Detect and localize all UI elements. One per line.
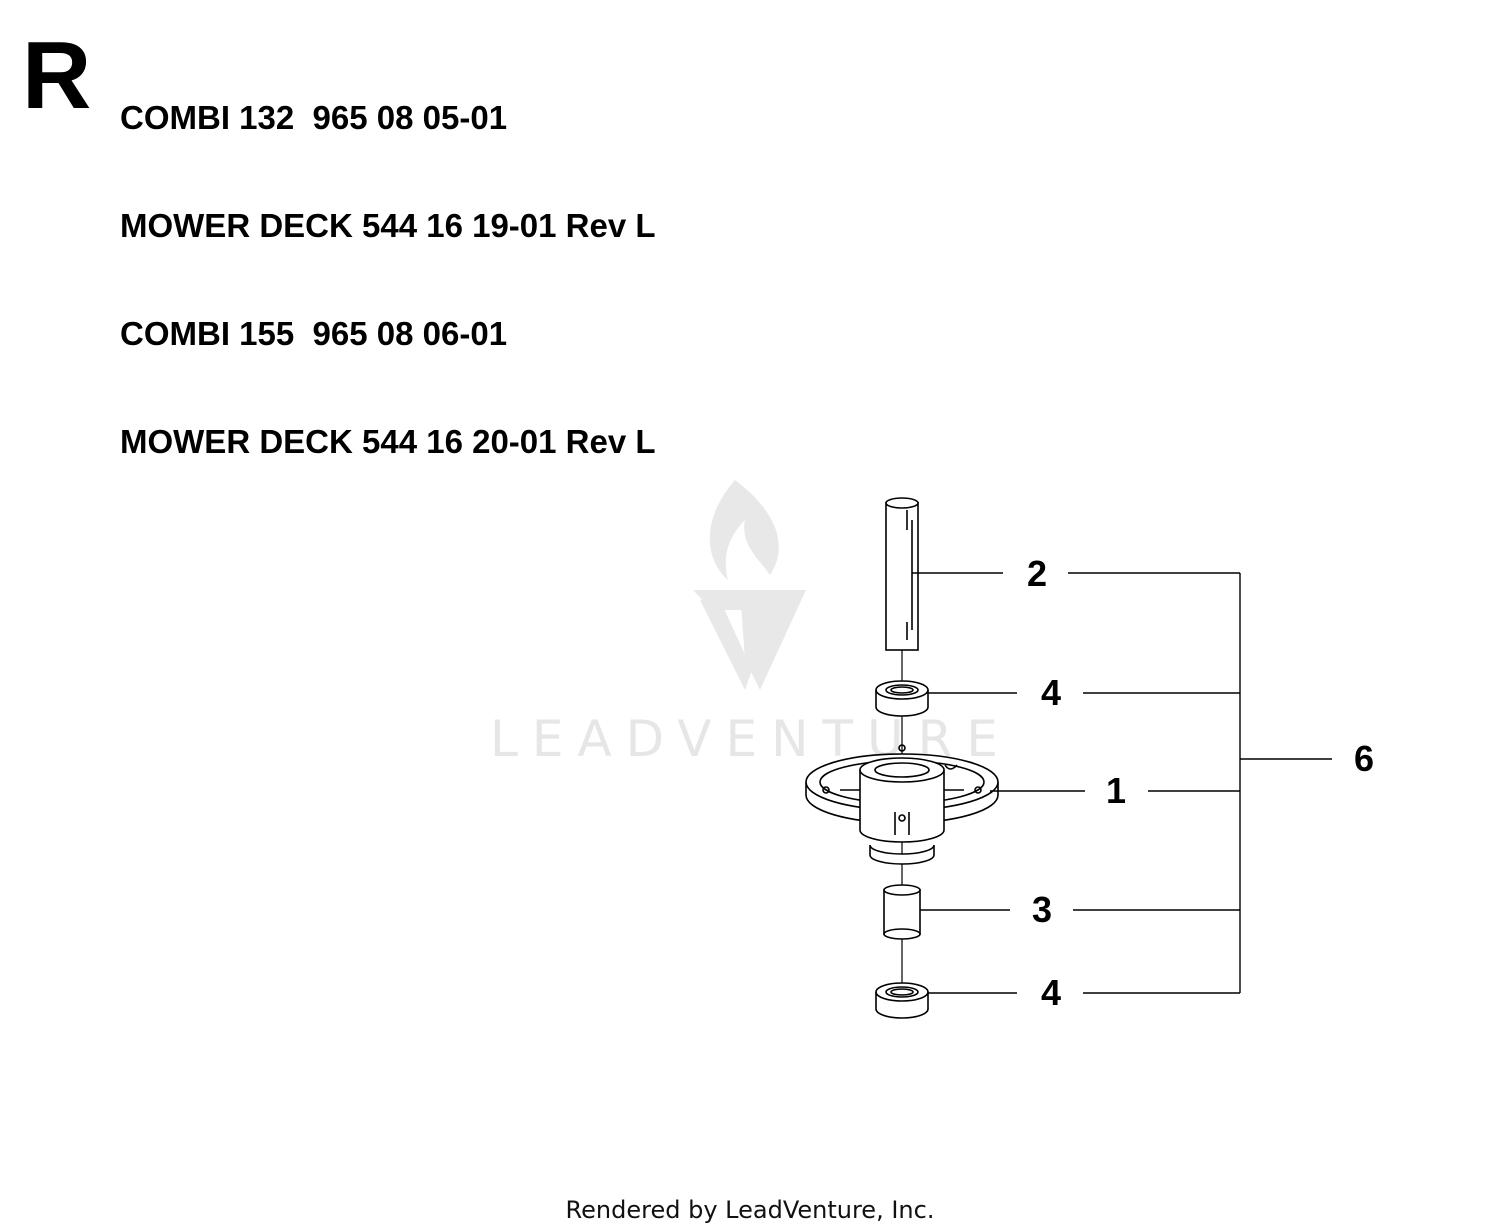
bearing-top-part <box>875 680 929 717</box>
callout-bearing-bottom: 4 <box>1040 972 1062 1013</box>
header-line: MOWER DECK 544 16 20-01 Rev L <box>120 423 656 460</box>
section-letter: R <box>22 22 92 129</box>
page-header: COMBI 132 965 08 05-01 MOWER DECK 544 16… <box>120 28 656 496</box>
header-line: COMBI 132 965 08 05-01 <box>120 99 508 136</box>
leadventure-flame-icon <box>693 480 806 690</box>
shaft-part <box>885 497 919 651</box>
callout-bearing-top: 4 <box>1040 672 1062 713</box>
spacer-part <box>883 884 921 940</box>
footer-credit: Rendered by LeadVenture, Inc. <box>565 1196 935 1224</box>
callout-assembly: 6 <box>1353 738 1375 779</box>
leader-lines <box>912 572 1332 994</box>
header-line: MOWER DECK 544 16 19-01 Rev L <box>120 207 656 244</box>
callout-spacer: 3 <box>1031 889 1053 930</box>
spindle-housing-part <box>805 744 999 865</box>
callout-shaft: 2 <box>1026 553 1048 594</box>
bearing-bottom-part <box>875 982 929 1019</box>
callout-housing: 1 <box>1105 770 1127 811</box>
header-line: COMBI 155 965 08 06-01 <box>120 315 508 352</box>
